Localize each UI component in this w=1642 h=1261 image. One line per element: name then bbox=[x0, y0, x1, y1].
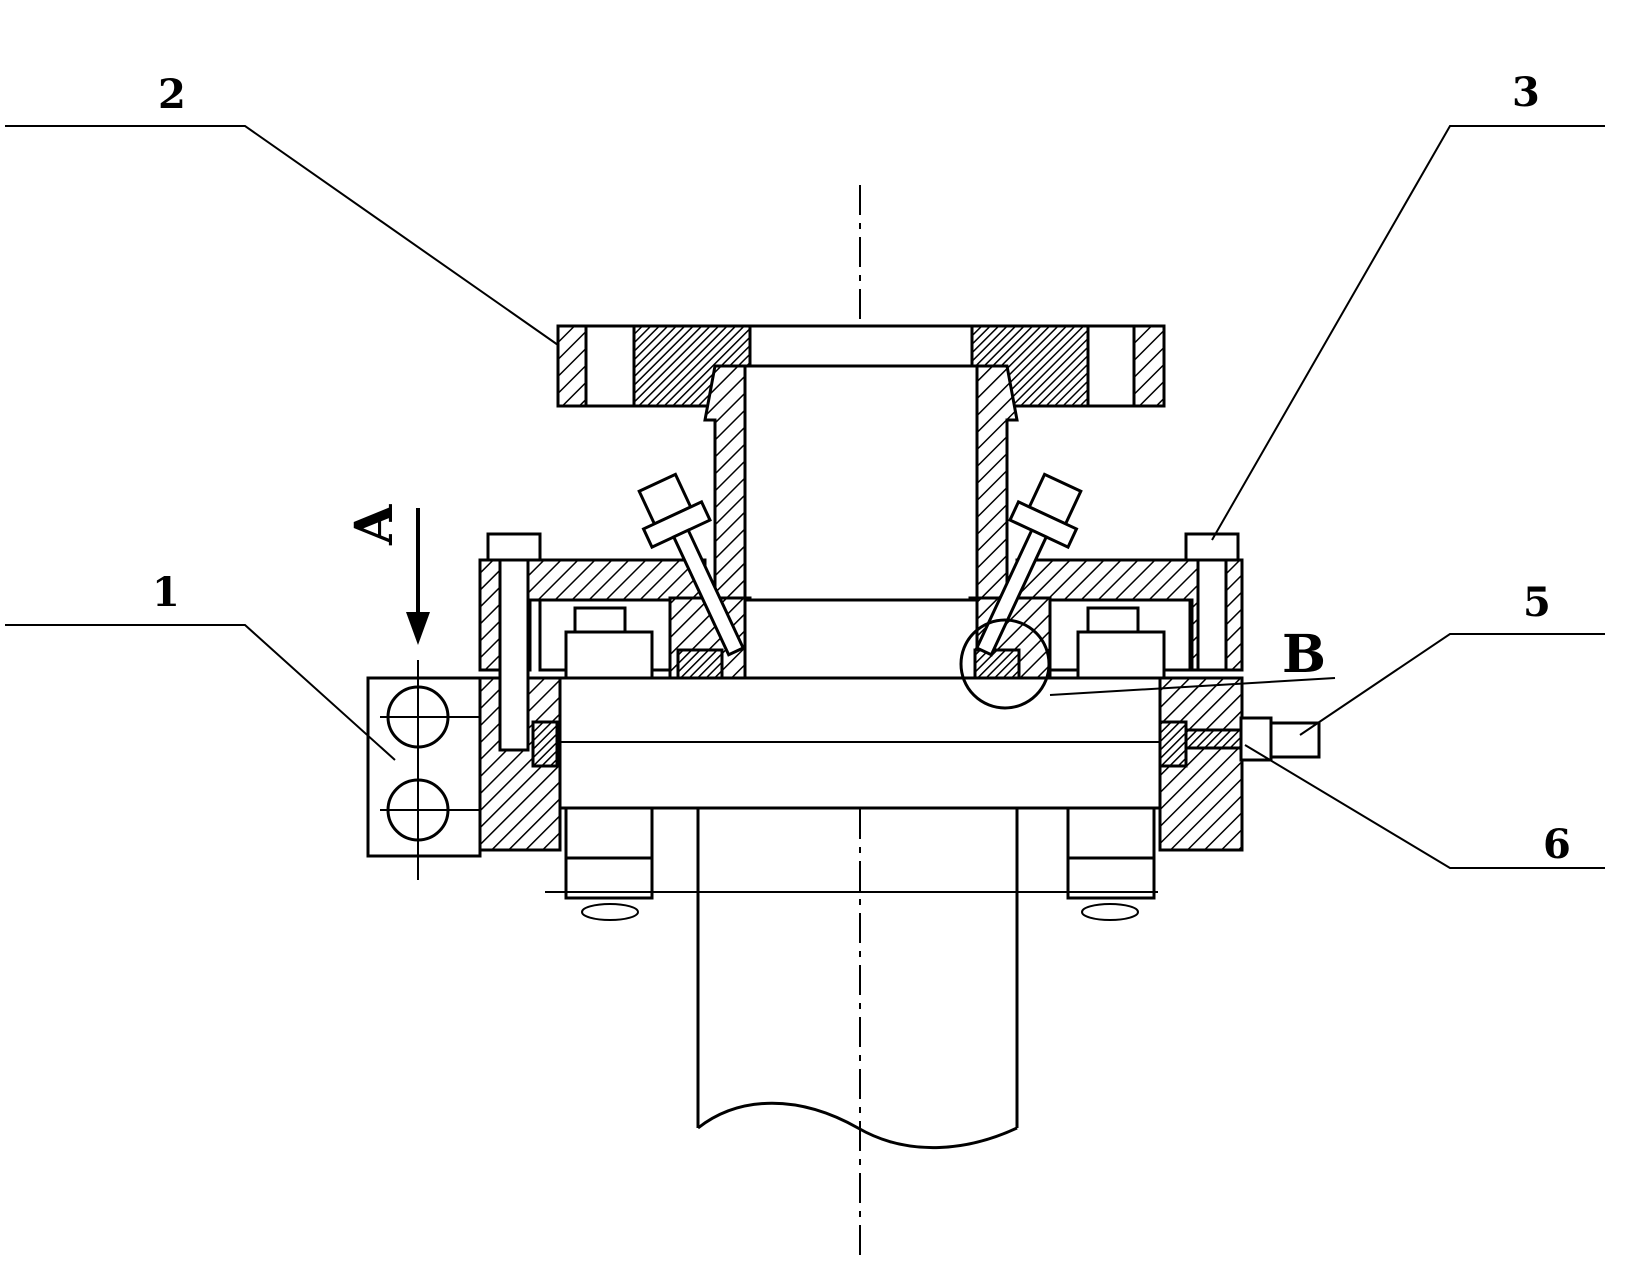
label-part-5: 5 bbox=[1523, 579, 1551, 626]
label-detail-b: B bbox=[1282, 624, 1326, 685]
side-fitting bbox=[1184, 716, 1321, 762]
nuts bbox=[545, 606, 1166, 921]
detail-circle-b bbox=[959, 618, 1051, 710]
label-view-a: A bbox=[344, 504, 405, 546]
label-part-6: 6 bbox=[1543, 821, 1571, 868]
flange-neck bbox=[703, 364, 1019, 602]
mounting-block bbox=[366, 660, 482, 880]
angled-valve-right bbox=[974, 472, 1083, 657]
main-body bbox=[478, 676, 1244, 852]
label-part-1: 1 bbox=[152, 569, 180, 616]
lower-shaft bbox=[696, 808, 1019, 1150]
label-part-2: 2 bbox=[158, 71, 186, 118]
view-arrow-a bbox=[406, 508, 430, 645]
cover-bolts bbox=[486, 532, 1240, 752]
angled-valve-left bbox=[637, 472, 746, 657]
label-part-3: 3 bbox=[1512, 69, 1540, 116]
leader-lines bbox=[5, 125, 1605, 869]
